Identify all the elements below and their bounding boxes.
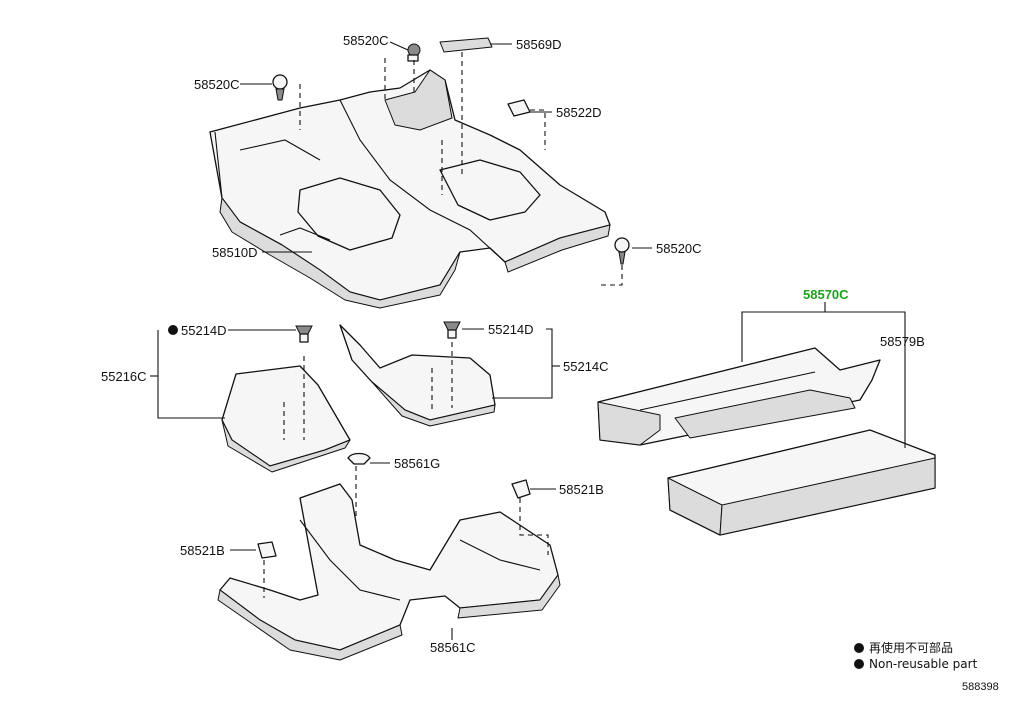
legend-line-english: Non-reusable part xyxy=(869,657,978,671)
label-58569d[interactable]: 58569D xyxy=(516,37,562,52)
label-58570c[interactable]: 58570C xyxy=(803,287,849,302)
diagram-reference-number: 588398 xyxy=(962,681,999,693)
floor-carpet-58561c[interactable] xyxy=(217,483,561,661)
label-58520c[interactable]: 58520C xyxy=(194,77,240,92)
label-55214d[interactable]: 55214D xyxy=(181,323,227,338)
clip-icon[interactable] xyxy=(407,43,421,62)
label-58561g[interactable]: 58561G xyxy=(394,456,440,471)
clip-icon[interactable] xyxy=(443,321,461,339)
non-reusable-marker-icon xyxy=(854,659,864,669)
label-58510d[interactable]: 58510D xyxy=(212,245,258,260)
label-55214c[interactable]: 55214C xyxy=(563,359,609,374)
silencer-55214c[interactable] xyxy=(339,324,496,427)
label-58521b[interactable]: 58521B xyxy=(180,543,225,558)
clip-icon[interactable] xyxy=(347,452,371,465)
label-58561c[interactable]: 58561C xyxy=(430,640,476,655)
label-55214d[interactable]: 55214D xyxy=(488,322,534,337)
label-58520c[interactable]: 58520C xyxy=(343,33,389,48)
label-58521b[interactable]: 58521B xyxy=(559,482,604,497)
rear-floor-carpet-58570c[interactable] xyxy=(597,347,881,446)
label-55216c[interactable]: 55216C xyxy=(101,369,147,384)
non-reusable-marker-icon xyxy=(168,325,178,335)
clip-icon[interactable] xyxy=(507,99,531,117)
floor-carpet-58510d[interactable] xyxy=(209,69,611,309)
label-58579b[interactable]: 58579B xyxy=(880,334,925,349)
silencer-55216c[interactable] xyxy=(221,356,351,473)
label-58520c[interactable]: 58520C xyxy=(656,241,702,256)
label-58522d[interactable]: 58522D xyxy=(556,105,602,120)
retainer-icon[interactable] xyxy=(439,37,493,53)
clip-icon[interactable] xyxy=(295,325,313,343)
clip-icon[interactable] xyxy=(272,74,288,101)
clip-icon[interactable] xyxy=(511,479,531,499)
legend-line-japanese: 再使用不可部品 xyxy=(869,640,953,655)
floor-mat-58579b[interactable] xyxy=(667,429,936,536)
clip-icon[interactable] xyxy=(614,237,630,265)
clip-icon[interactable] xyxy=(257,541,277,559)
non-reusable-marker-icon xyxy=(854,643,864,653)
